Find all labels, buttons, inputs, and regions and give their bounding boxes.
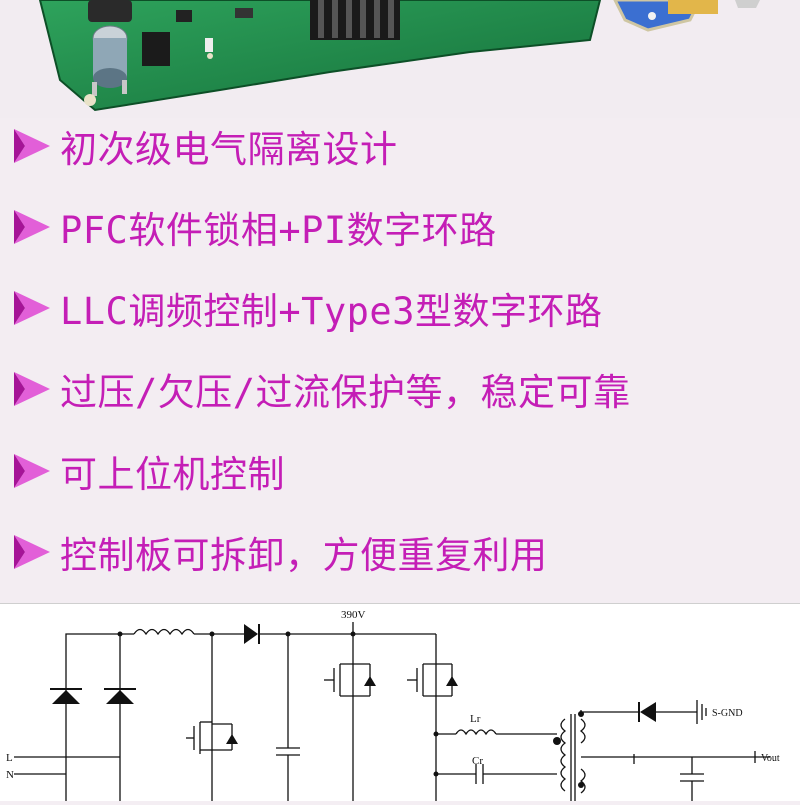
feature-list: 初次级电气隔离设计 PFC软件锁相+PI数字环路 LLC调频控制+Type3型数… — [0, 118, 800, 606]
feature-text: 初次级电气隔离设计 — [60, 128, 398, 171]
arrow-bullet-icon — [14, 535, 50, 569]
feature-text: 控制板可拆卸，方便重复利用 — [60, 534, 548, 577]
lr-label: Lr — [470, 713, 481, 725]
feature-text: LLC调频控制+Type3型数字环路 — [60, 290, 603, 333]
feature-item: LLC调频控制+Type3型数字环路 — [10, 280, 602, 336]
sgnd-label: S-GND — [712, 708, 743, 719]
cr-label: Cr — [472, 755, 483, 767]
pcb-board-image — [38, 0, 760, 112]
input-n-label: N — [6, 769, 14, 781]
arrow-bullet-icon — [14, 210, 50, 244]
vout-label: Vout — [761, 753, 780, 764]
circuit-schematic: 390V L N Lr Cr S-GND Vout — [0, 603, 800, 801]
arrow-bullet-icon — [14, 129, 50, 163]
feature-text: 过压/欠压/过流保护等，稳定可靠 — [60, 371, 631, 414]
feature-item: 可上位机控制 — [10, 443, 285, 499]
feature-item: 初次级电气隔离设计 — [10, 118, 398, 174]
bus-voltage-label: 390V — [341, 609, 366, 621]
arrow-bullet-icon — [14, 454, 50, 488]
feature-item: 控制板可拆卸，方便重复利用 — [10, 524, 548, 580]
input-l-label: L — [6, 752, 13, 764]
feature-item: 过压/欠压/过流保护等，稳定可靠 — [10, 361, 631, 417]
arrow-bullet-icon — [14, 372, 50, 406]
arrow-bullet-icon — [14, 291, 50, 325]
feature-text: 可上位机控制 — [60, 453, 285, 496]
feature-item: PFC软件锁相+PI数字环路 — [10, 199, 497, 255]
schematic-drawing: 390V L N Lr Cr S-GND Vout — [6, 609, 780, 801]
feature-text: PFC软件锁相+PI数字环路 — [60, 209, 497, 252]
product-photo — [0, 0, 800, 118]
